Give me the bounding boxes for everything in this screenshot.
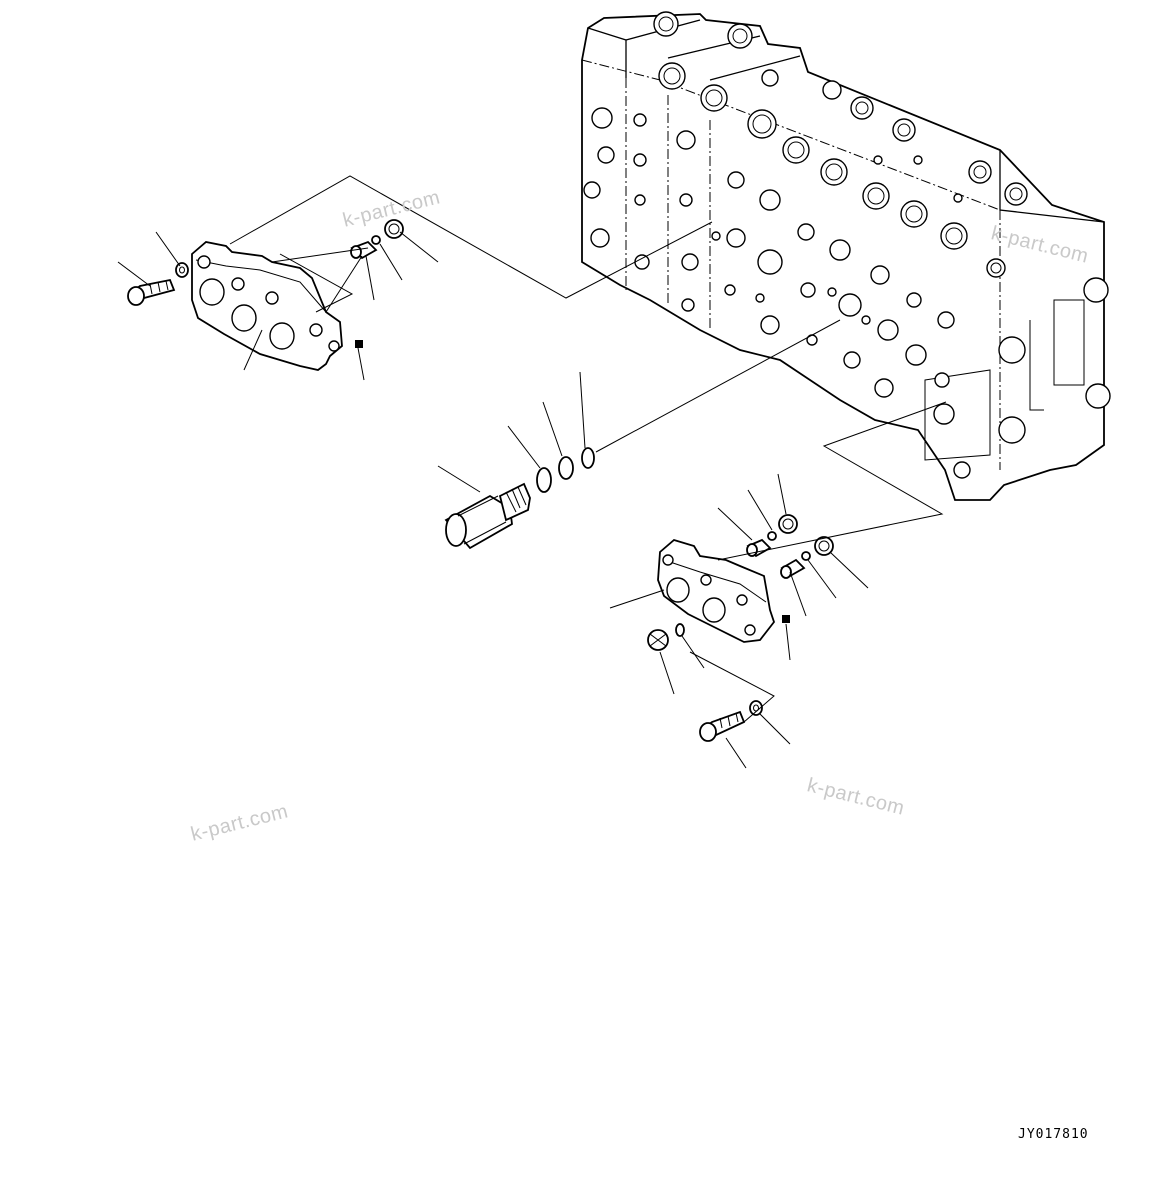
face-holes	[633, 113, 963, 398]
drawing-code: JY017810	[1018, 1127, 1089, 1142]
left-set-screw	[355, 340, 363, 348]
o-ring-medium	[558, 456, 574, 480]
left-cover-bolt	[127, 278, 176, 306]
left-ball	[371, 235, 381, 245]
right-spacer-sleeve-lower	[780, 558, 806, 579]
control-valve-block	[581, 11, 1111, 501]
left-cover-plate	[191, 241, 343, 371]
right-cover-plate	[657, 538, 776, 643]
o-ring-large	[536, 467, 552, 493]
right-plug-lower	[814, 536, 834, 556]
right-drain-plug	[647, 629, 669, 651]
callout-leaders	[117, 231, 869, 769]
relief-valve-cartridge	[444, 482, 531, 550]
left-washer	[175, 262, 189, 278]
right-cover-bolt	[699, 710, 746, 742]
top-ports	[653, 11, 1028, 278]
right-plug-upper	[778, 514, 798, 534]
right-ball-lower	[801, 551, 811, 561]
right-drain-o-ring	[675, 623, 685, 637]
o-ring-small	[581, 447, 595, 469]
right-washer	[749, 700, 763, 716]
left-plug	[384, 219, 404, 239]
right-set-screw	[782, 615, 790, 623]
right-ball-upper	[767, 531, 777, 541]
assembly-lines	[229, 175, 947, 723]
